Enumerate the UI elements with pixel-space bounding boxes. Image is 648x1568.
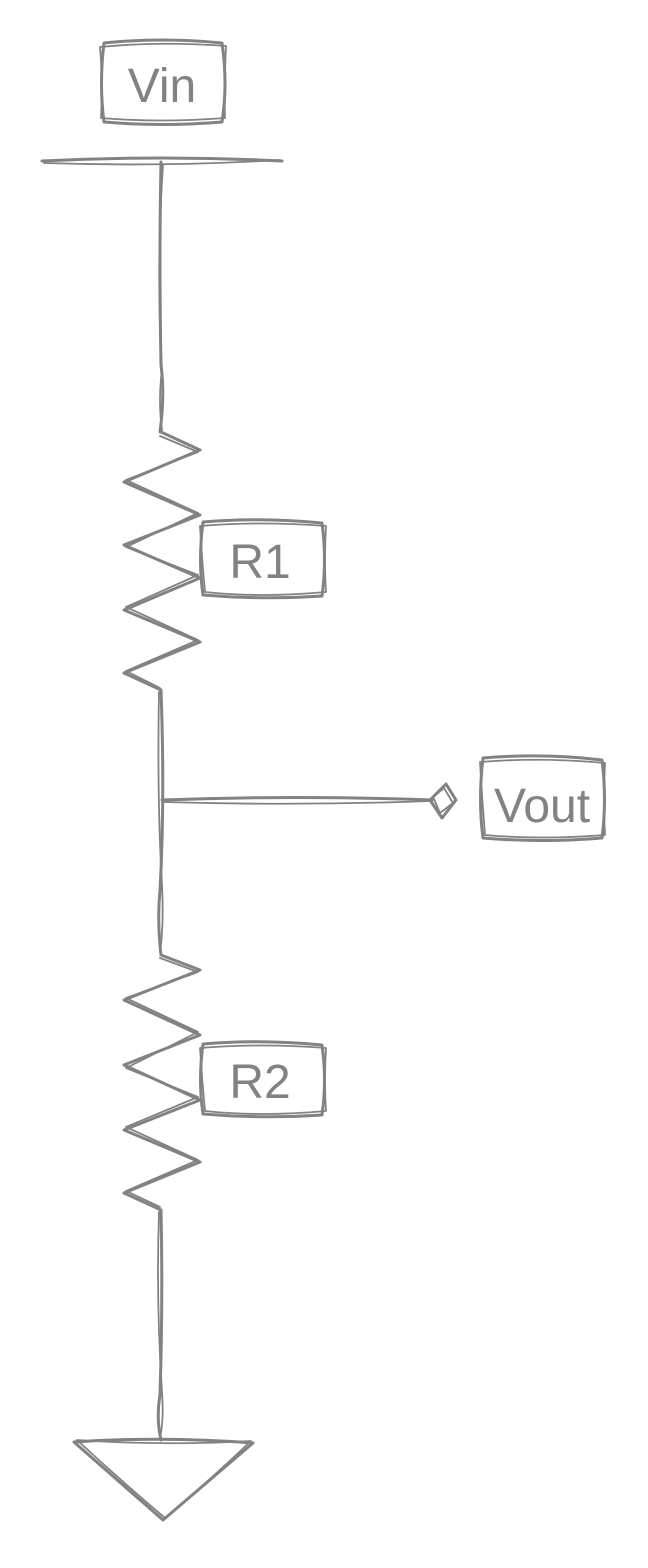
- wire-supply-r1-sketch: [158, 164, 164, 431]
- resistor-r2-sketch: [125, 957, 199, 1208]
- wire-r1-r2-sketch: [157, 691, 164, 953]
- vin-label: Vin: [99, 38, 227, 126]
- vout-label: Vout: [479, 754, 606, 842]
- ground-symbol-sketch: [76, 1439, 252, 1519]
- r2-label: R2: [199, 1040, 327, 1119]
- wire-r2-ground-sketch: [157, 1211, 164, 1439]
- ground-symbol: [72, 1437, 255, 1522]
- resistor-r1-sketch: [125, 435, 199, 689]
- output-wire-sketch: [163, 800, 431, 805]
- vin-label-text: Vin: [128, 60, 197, 113]
- vin-label-box-sketch: [99, 42, 227, 122]
- vout-label-box: [479, 754, 606, 842]
- r1-label-text: R1: [229, 536, 290, 589]
- output-wire: [160, 796, 434, 802]
- r1-label: R1: [199, 518, 327, 600]
- r1-label-box: [199, 518, 326, 600]
- vout-label-box-sketch: [479, 758, 606, 839]
- vout-label-text: Vout: [494, 780, 590, 833]
- output-terminal-sketch: [432, 787, 454, 814]
- r2-label-box: [199, 1040, 326, 1119]
- supply-bar: [40, 156, 284, 163]
- output-terminal: [428, 782, 458, 820]
- r2-label-box-sketch: [199, 1044, 327, 1115]
- r2-label-text: R2: [229, 1056, 290, 1109]
- r1-label-box-sketch: [199, 522, 327, 596]
